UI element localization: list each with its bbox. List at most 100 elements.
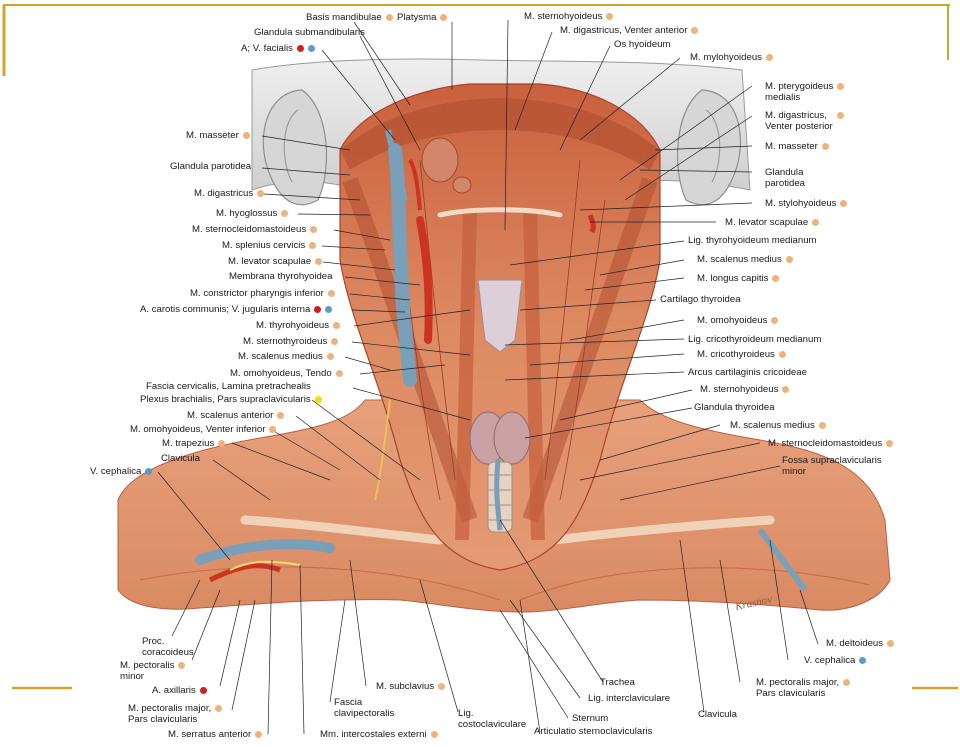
label-glandula-thyroidea: Glandula thyroidea — [694, 402, 775, 413]
artery-marker-dot — [297, 45, 304, 52]
muscle-marker-dot — [786, 256, 793, 263]
label-v-cephalica-left: V. cephalica — [90, 466, 142, 477]
muscle-marker-dot — [886, 440, 893, 447]
muscle-marker-dot — [281, 210, 288, 217]
muscle-marker-dot — [438, 683, 445, 690]
muscle-marker-dot — [386, 14, 393, 21]
label-m-splenius-cervicis: M. splenius cervicis — [222, 240, 306, 251]
muscle-marker-dot — [277, 412, 284, 419]
ears — [262, 89, 741, 206]
label-clavicula-left: Clavicula — [161, 453, 200, 464]
muscle-marker-dot — [837, 112, 844, 119]
label-fascia-cervicalis: Fascia cervicalis, Lamina pretrachealis — [146, 381, 311, 392]
label-m-scalenus-anterior: M. scalenus anterior — [187, 410, 274, 421]
muscle-marker-dot — [215, 705, 222, 712]
muscle-marker-dot — [843, 679, 850, 686]
muscle-marker-dot — [782, 386, 789, 393]
artery-marker-dot — [200, 687, 207, 694]
muscle-marker-dot — [440, 14, 447, 21]
label-m-omohyoideus-tendo: M. omohyoideus, Tendo — [230, 368, 332, 379]
muscle-marker-dot — [691, 27, 698, 34]
label-lig-interclaviculare: Lig. interclaviculare — [588, 693, 671, 704]
muscle-marker-dot — [328, 290, 335, 297]
label-m-sternothyroideus: M. sternothyroideus — [243, 336, 328, 347]
label-plexus-brachialis: Plexus brachialis, Pars supraclaviculari… — [140, 394, 311, 405]
muscle-marker-dot — [766, 54, 773, 61]
label-m-sternocleidomastoideus-left: M. sternocleidomastoideus — [192, 224, 307, 235]
label-a-axillaris: A. axillaris — [152, 685, 196, 696]
label-m-sternocleidomastoideus-right: M. sternocleidomastoideus — [768, 438, 883, 449]
label-trachea: Trachea — [600, 677, 635, 688]
nerve-marker-dot — [315, 396, 322, 403]
label-m-trapezius: M. trapezius — [162, 438, 215, 449]
label-basis-mandibulae: Basis mandibulae — [306, 12, 382, 23]
label-os-hyoideum: Os hyoideum — [614, 39, 671, 50]
label-m-scalenus-medius-left: M. scalenus medius — [238, 351, 323, 362]
muscle-marker-dot — [255, 731, 262, 738]
vein-marker-dot — [145, 468, 152, 475]
label-mm-intercostales-externi: Mm. intercostales externi — [320, 729, 427, 740]
muscle-marker-dot — [269, 426, 276, 433]
label-membrana-thyrohyoidea: Membrana thyrohyoidea — [229, 271, 333, 282]
label-m-omohyoideus-venter-inferior: M. omohyoideus, Venter inferior — [130, 424, 266, 435]
muscle-marker-dot — [218, 440, 225, 447]
label-articulatio-sternoclavicularis: Articulatio sternoclavicularis — [534, 726, 653, 737]
muscle-marker-dot — [243, 132, 250, 139]
muscle-marker-dot — [606, 13, 613, 20]
muscle-marker-dot — [887, 640, 894, 647]
muscle-marker-dot — [840, 200, 847, 207]
label-m-levator-scapulae-right: M. levator scapulae — [725, 217, 809, 228]
muscle-marker-dot — [336, 370, 343, 377]
muscle-marker-dot — [837, 83, 844, 90]
label-m-pectoralis-major-left: M. pectoralis major, Pars clavicularis — [128, 703, 212, 725]
vein-marker-dot — [308, 45, 315, 52]
label-m-scalenus-medius-right2: M. scalenus medius — [730, 420, 815, 431]
label-m-stylohyoideus: M. stylohyoideus — [765, 198, 837, 209]
muscle-marker-dot — [257, 190, 264, 197]
vein-marker-dot — [859, 657, 866, 664]
label-a-carotis-communis: A. carotis communis; V. jugularis intern… — [140, 304, 311, 315]
muscle-marker-dot — [819, 422, 826, 429]
muscle-marker-dot — [333, 322, 340, 329]
muscle-marker-dot — [327, 353, 334, 360]
muscle-marker-dot — [431, 731, 438, 738]
label-sternum: Sternum — [572, 713, 609, 724]
artery-marker-dot — [314, 306, 321, 313]
label-m-pterygoideus-medialis: M. pterygoideus medialis — [765, 81, 834, 103]
neck-musculature — [339, 83, 661, 571]
muscle-marker-dot — [331, 338, 338, 345]
label-platysma: Platysma — [397, 12, 437, 23]
muscle-marker-dot — [822, 143, 829, 150]
label-m-hyoglossus: M. hyoglossus — [216, 208, 278, 219]
label-m-digastricus-venter-anterior: M. digastricus, Venter anterior — [560, 25, 688, 36]
muscle-marker-dot — [771, 317, 778, 324]
label-cartilago-thyroidea: Cartilago thyroidea — [660, 294, 741, 305]
label-m-sternohyoideus-right: M. sternohyoideus — [700, 384, 779, 395]
label-m-constrictor-pharyngis-inferior: M. constrictor pharyngis inferior — [190, 288, 324, 299]
label-m-deltoideus: M. deltoideus — [826, 638, 884, 649]
label-arcus-cartilaginis-cricoideae: Arcus cartilaginis cricoideae — [688, 367, 807, 378]
label-m-masseter-left: M. masseter — [186, 130, 239, 141]
label-m-masseter-right: M. masseter — [765, 141, 818, 152]
vein-marker-dot — [325, 306, 332, 313]
muscle-marker-dot — [309, 242, 316, 249]
muscle-marker-dot — [310, 226, 317, 233]
label-lig-cricothyroideum-medianum: Lig. cricothyroideum medianum — [688, 334, 822, 345]
label-a-v-facialis: A; V. facialis — [241, 43, 293, 54]
label-glandula-parotidea-left: Glandula parotidea — [170, 161, 252, 172]
vessels — [195, 129, 808, 592]
muscle-marker-dot — [812, 219, 819, 226]
frame-lines — [2, 4, 958, 690]
label-lig-thyrohyoideum-medianum: Lig. thyrohyoideum medianum — [688, 235, 817, 246]
label-m-subclavius: M. subclavius — [376, 681, 435, 692]
muscle-marker-dot — [178, 662, 185, 669]
label-lig-costoclaviculare: Lig. costoclaviculare — [458, 708, 527, 730]
label-glandula-parotidea-right: Glandula parotidea — [765, 167, 806, 189]
label-v-cephalica-right: V. cephalica — [804, 655, 856, 666]
label-m-pectoralis-major-right: M. pectoralis major, Pars clavicularis — [756, 677, 840, 699]
muscle-marker-dot — [779, 351, 786, 358]
muscle-marker-dot — [315, 258, 322, 265]
muscle-marker-dot — [772, 275, 779, 282]
